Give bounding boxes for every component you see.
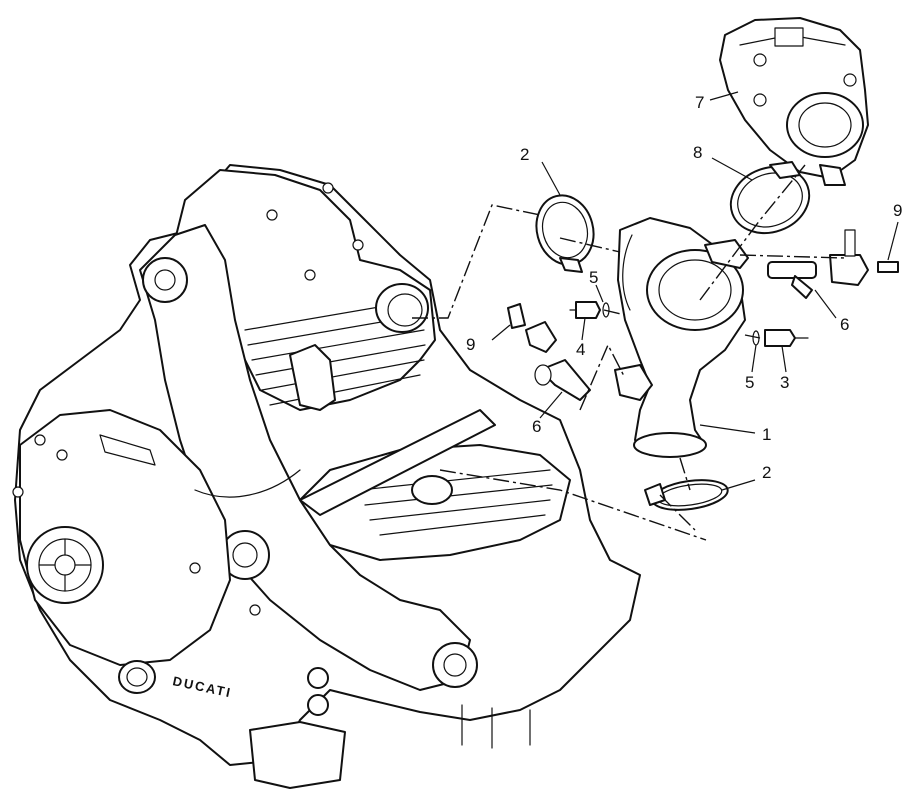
callout-9-right: 9 (893, 201, 902, 220)
callout-6-right: 6 (840, 315, 849, 334)
callout-6-left: 6 (532, 417, 541, 436)
callout-5-left: 5 (589, 268, 598, 287)
callout-4: 4 (576, 340, 585, 359)
throttle-body (719, 17, 869, 186)
callout-9-left: 9 (466, 335, 475, 354)
callout-3: 3 (780, 373, 789, 392)
injector-left (507, 303, 591, 401)
sensor-3-assembly (752, 329, 809, 347)
callout-2-lower: 2 (762, 463, 771, 482)
sensor-4-assembly (569, 301, 610, 319)
callout-2-upper: 2 (520, 145, 529, 164)
engine-assembly: DUCATI (12, 164, 641, 789)
callout-1: 1 (762, 425, 771, 444)
callout-8: 8 (693, 143, 702, 162)
callouts: 2 7 8 9 6 3 5 5 4 9 6 1 2 (466, 93, 902, 482)
leader-lines (491, 91, 899, 491)
callout-5-right: 5 (745, 373, 754, 392)
callout-7: 7 (695, 93, 704, 112)
intake-clamp-upper (535, 194, 595, 273)
sensor-right (767, 229, 899, 299)
intake-manifold (614, 217, 749, 458)
intake-clamp-lower (644, 479, 729, 511)
assembly-lines (412, 164, 846, 541)
